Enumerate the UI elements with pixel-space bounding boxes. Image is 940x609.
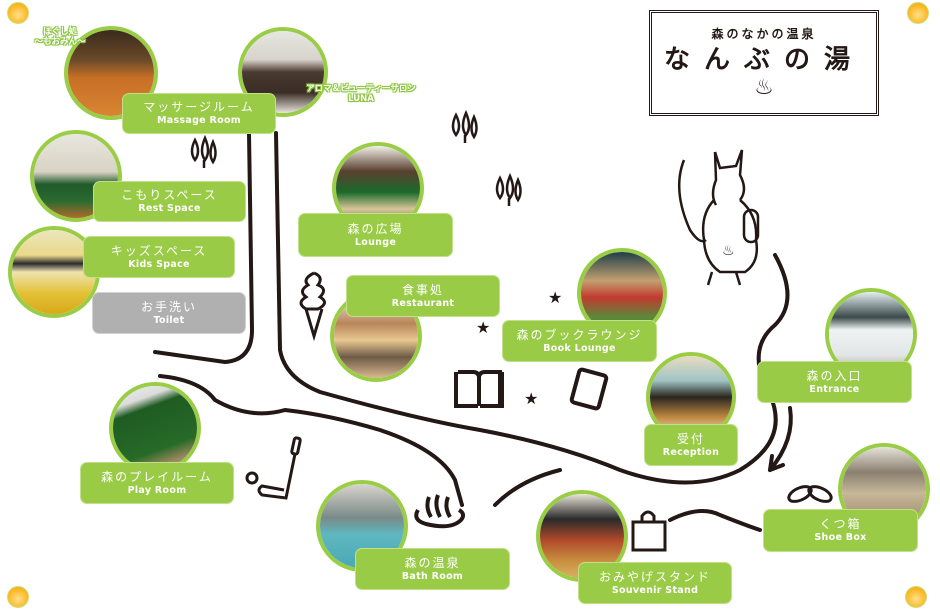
sun-decoration-bottom-right	[905, 586, 927, 608]
photo-kids-space[interactable]	[8, 226, 100, 318]
rest-space-jp: こもりスペース	[121, 188, 218, 202]
rest-space-en: Rest Space	[138, 203, 201, 214]
bath-room-jp: 森の温泉	[404, 555, 461, 570]
golf-club-icon	[245, 436, 302, 500]
momin-note-line1: ほぐし処	[42, 27, 77, 37]
sign-title: なんぶの湯	[663, 45, 864, 75]
bath-room-en: Bath Room	[401, 570, 464, 582]
lounge-en: Lounge	[354, 236, 397, 248]
label-bath-room[interactable]: 森の温泉 Bath Room	[355, 548, 510, 590]
toilet-jp: お手洗い	[140, 299, 197, 314]
souvenir-stand-jp: おみやげスタンド	[598, 569, 711, 584]
svg-text:★: ★	[524, 389, 538, 408]
onsen-icon	[414, 494, 466, 529]
svg-text:♨: ♨	[722, 243, 735, 259]
shoes-icon	[787, 485, 833, 503]
tablet-icon	[569, 367, 609, 411]
shoe-box-en: Shoe Box	[814, 532, 867, 543]
momin-note: ほぐし処 〜もおみん〜	[30, 27, 90, 47]
label-lounge[interactable]: 森の広場 Lounge	[298, 213, 453, 257]
play-room-en: Play Room	[127, 484, 187, 496]
label-toilet[interactable]: お手洗い Toilet	[92, 292, 246, 334]
toilet-en: Toilet	[153, 314, 185, 326]
reception-jp: 受付	[676, 431, 705, 446]
souvenir-stand-en: Souvenir Stand	[611, 584, 699, 596]
book-lounge-en: Book Lounge	[543, 342, 616, 354]
luna-note-line1: アロマ＆ビューティーサロン	[306, 84, 416, 94]
label-reception[interactable]: 受付 Reception	[644, 424, 738, 466]
label-souvenir-stand[interactable]: おみやげスタンド Souvenir Stand	[578, 562, 732, 604]
facility-sign: 森のなかの温泉 なんぶの湯 ♨	[649, 10, 879, 116]
reception-en: Reception	[662, 446, 720, 458]
svg-text:★: ★	[476, 318, 490, 337]
label-rest-space[interactable]: こもりスペース Rest Space	[93, 181, 246, 222]
star-icons: ★ ★ ★	[476, 288, 562, 408]
label-play-room[interactable]: 森のプレイルーム Play Room	[80, 462, 234, 504]
sun-decoration-bottom-left	[7, 586, 29, 608]
lounge-jp: 森の広場	[347, 221, 404, 236]
book-icon	[454, 370, 504, 408]
entrance-jp: 森の入口	[806, 368, 863, 383]
book-lounge-jp: 森のブックラウンジ	[516, 327, 643, 342]
ice-cream-icon	[299, 271, 326, 342]
shoe-box-jp: くつ箱	[819, 517, 862, 531]
label-massage-room[interactable]: マッサージルーム Massage Room	[122, 93, 276, 134]
photo-massage-luna[interactable]	[238, 27, 328, 117]
svg-text:★: ★	[548, 288, 562, 307]
label-entrance[interactable]: 森の入口 Entrance	[757, 361, 912, 403]
photo-play-room[interactable]	[109, 382, 201, 474]
massage-room-en: Massage Room	[156, 115, 241, 126]
restaurant-jp: 食事処	[401, 282, 444, 297]
momin-note-line2: 〜もおみん〜	[34, 37, 86, 47]
tree-icons	[190, 109, 522, 206]
sun-decoration-top-left	[7, 2, 29, 24]
label-restaurant[interactable]: 食事処 Restaurant	[346, 275, 500, 317]
fox-mascot-icon: ♨	[678, 149, 760, 286]
shopping-bag-icon	[631, 510, 667, 552]
luna-note: アロマ＆ビューティーサロン LUNA	[276, 84, 446, 104]
restaurant-en: Restaurant	[391, 297, 455, 309]
play-room-jp: 森のプレイルーム	[101, 469, 213, 484]
label-shoe-box[interactable]: くつ箱 Shoe Box	[763, 509, 918, 552]
corridor-line-left	[153, 131, 254, 364]
label-kids-space[interactable]: キッズスペース Kids Space	[83, 236, 235, 278]
kids-space-en: Kids Space	[128, 258, 190, 270]
sun-decoration-top-right	[907, 2, 929, 24]
luna-note-line2: LUNA	[348, 94, 374, 104]
label-book-lounge[interactable]: 森のブックラウンジ Book Lounge	[502, 320, 657, 362]
kids-space-jp: キッズスペース	[110, 243, 208, 258]
massage-room-jp: マッサージルーム	[143, 100, 255, 114]
sign-subtitle: 森のなかの温泉	[711, 27, 817, 41]
onsen-symbol-icon: ♨	[754, 75, 774, 100]
entrance-en: Entrance	[809, 383, 860, 395]
